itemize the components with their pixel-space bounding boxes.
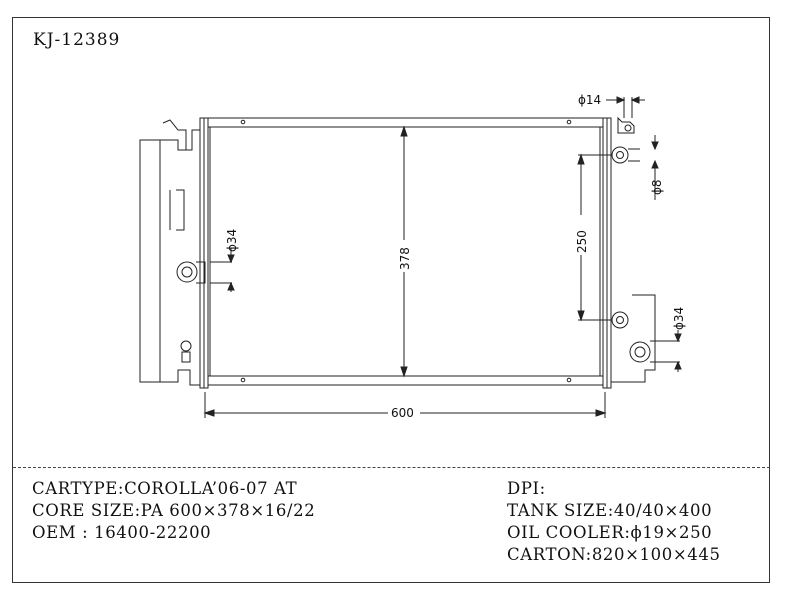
label-height: 378	[398, 247, 412, 270]
drain-plug	[180, 340, 192, 363]
inlet-pipe	[176, 261, 232, 284]
spec-oil-cooler: OIL COOLER:ϕ19×250	[507, 523, 713, 542]
filler-neck	[617, 116, 635, 134]
dimension-fitting-diameter	[651, 135, 659, 200]
spec-tank-size: TANK SIZE:40/40×400	[507, 501, 713, 520]
outlet-pipe	[611, 294, 680, 383]
drawing-sheet-border	[12, 17, 770, 583]
dimension-oil-cooler-spacing	[577, 153, 612, 322]
spec-core-size: CORE SIZE:PA 600×378×16/22	[32, 501, 316, 520]
spec-carton: CARTON:820×100×445	[507, 545, 721, 564]
right-tank	[602, 117, 612, 389]
dimension-inlet-diameter	[227, 248, 235, 292]
label-oil-cooler-spacing: 250	[575, 230, 589, 253]
section-divider	[13, 467, 770, 468]
specs-right-block: DPI: TANK SIZE:40/40×400 OIL COOLER:ϕ19×…	[507, 478, 721, 566]
spec-oem: OEM : 16400-22200	[32, 523, 212, 542]
label-width: 600	[391, 406, 414, 420]
dimension-outlet-diameter	[674, 330, 682, 372]
label-filler-diameter: ϕ14	[578, 93, 601, 107]
spec-cartype: CARTYPE:COROLLA’06-07 AT	[32, 479, 298, 498]
dimension-width	[203, 392, 607, 418]
radiator-core	[208, 117, 603, 386]
label-fitting-diameter: ϕ8	[650, 179, 664, 195]
dimension-filler-diameter	[606, 96, 645, 118]
part-number-title: KJ-12389	[33, 30, 121, 50]
label-outlet-diameter: ϕ34	[672, 307, 686, 330]
label-inlet-diameter: ϕ34	[225, 229, 239, 252]
spec-dpi: DPI:	[507, 479, 546, 498]
oil-cooler-fittings	[611, 146, 640, 329]
specs-left-block: CARTYPE:COROLLA’06-07 AT CORE SIZE:PA 60…	[32, 478, 315, 544]
dimension-height	[400, 125, 408, 378]
left-tank	[199, 117, 209, 389]
